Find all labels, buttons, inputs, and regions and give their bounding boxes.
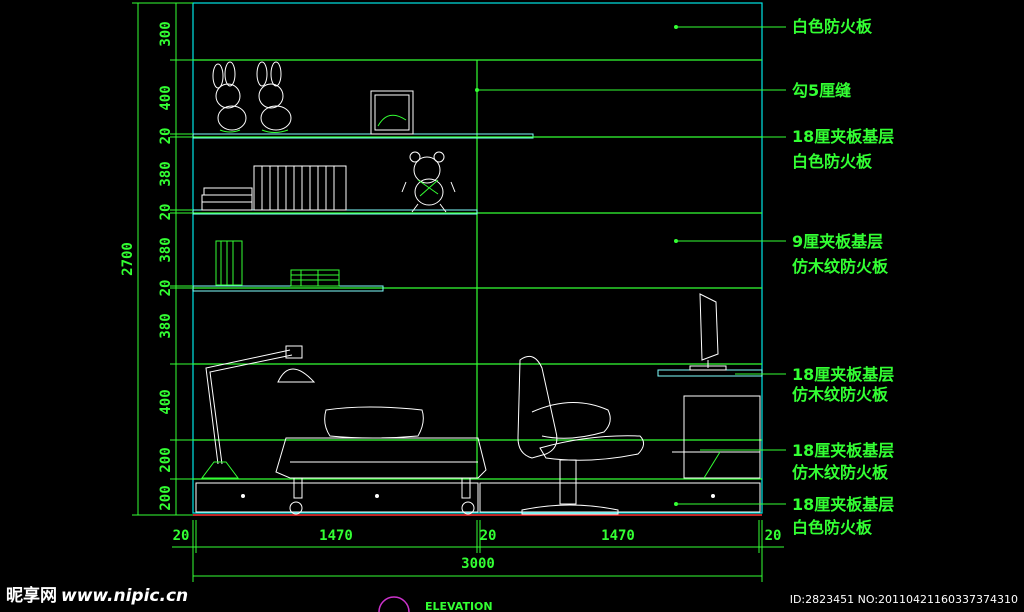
dim-200-b: 200 [158,485,174,510]
annotation-4-line1: 9厘夹板基层 [792,232,883,251]
daybed-icon [275,406,487,515]
watermark-site-url: www.nipic.cn [61,586,189,606]
dim-w-1470-right: 1470 [601,528,635,544]
desk-lamp-icon [201,345,316,479]
annotation-6-line1: 18厘夹板基层 [792,441,894,460]
dim-total-width: 3000 [461,556,495,572]
dim-20-a: 20 [158,128,174,145]
left-dimension-chain [132,2,193,516]
dim-w-20-mid: 20 [480,528,497,544]
annotation-5-line1: 18厘夹板基层 [792,365,894,384]
shelf-lines [193,59,762,480]
annotation-3-line1: 18厘夹板基层 [792,127,894,146]
annotation-7-line1: 18厘夹板基层 [792,495,894,514]
leader-lines [477,26,786,505]
dim-400-bottom: 400 [158,389,174,414]
annotation-5-line2: 仿木纹防火板 [792,385,889,404]
dim-200-a: 200 [158,447,174,472]
dim-300: 300 [158,21,174,46]
desk-cabinet [672,395,761,479]
elevation-title: ELEVATION [425,600,493,612]
dim-20-c: 20 [158,280,174,297]
elevation-tag: ELEVATION [378,596,493,612]
dim-380-a: 380 [158,161,174,186]
image-id: ID:2823451 NO:20110421160337374310 [789,593,1018,606]
bottom-dimension-chain [172,520,784,582]
monitor-icon [689,293,727,371]
annotation-3-line2: 白色防火板 [792,152,873,171]
books-lower [215,240,340,287]
dim-400-top: 400 [158,85,174,110]
dim-380-c: 380 [158,313,174,338]
bottom-dimension-labels: 20 1470 20 1470 20 3000 [173,528,782,572]
shelf-boards [192,133,763,377]
dim-20-b: 20 [158,204,174,221]
annotation-1: 白色防火板 [792,17,873,36]
annotations: 白色防火板 勾5厘缝 18厘夹板基层 白色防火板 9厘夹板基层 仿木纹防火板 1… [792,17,894,537]
left-dimension-labels: 300 400 20 380 20 380 20 380 400 200 200… [120,21,174,510]
dim-380-b: 380 [158,237,174,262]
dim-w-20-right: 20 [765,528,782,544]
dim-total-height: 2700 [120,242,136,276]
teddy-bear-icon [401,151,456,213]
books-upper [201,165,347,211]
picture-frame-icon [370,90,414,135]
bottom-drawers [195,482,761,513]
cabinet-frame [192,2,763,514]
watermark-site-cn: 昵享网 [6,586,57,606]
annotation-2: 勾5厘缝 [792,81,851,100]
annotation-4-line2: 仿木纹防火板 [792,257,889,276]
dim-w-1470-left: 1470 [319,528,353,544]
office-chair-icon [517,355,644,515]
annotation-7-line2: 白色防火板 [792,518,873,537]
plush-rabbits-icon [212,61,292,133]
dim-w-20-left: 20 [173,528,190,544]
annotation-6-line2: 仿木纹防火板 [792,463,889,482]
leader-arrows [475,25,678,506]
